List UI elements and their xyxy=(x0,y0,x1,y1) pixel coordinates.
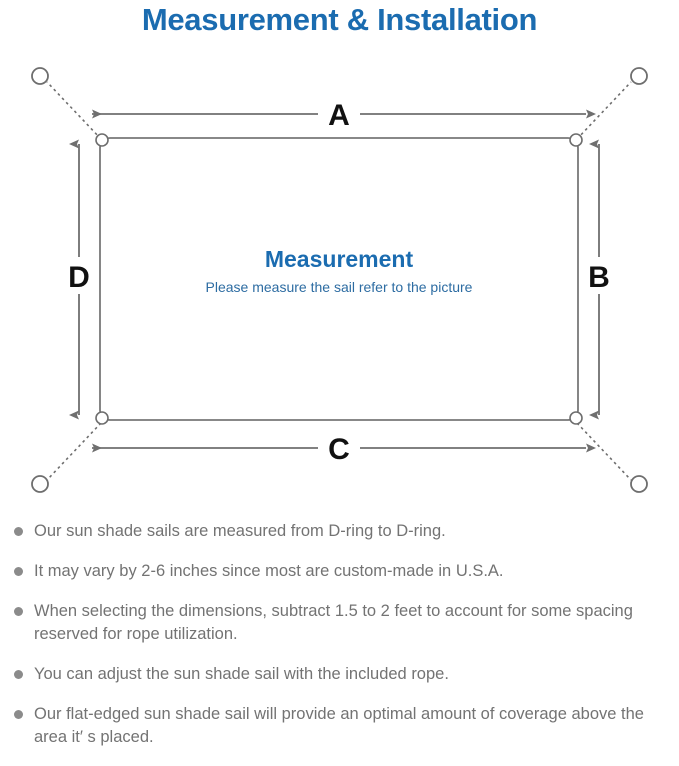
list-item: Our sun shade sails are measured from D-… xyxy=(0,520,679,543)
dimension-label-d: D xyxy=(68,261,90,294)
dimension-label-a: A xyxy=(328,99,350,132)
list-item: It may vary by 2-6 inches since most are… xyxy=(0,560,679,583)
sail-rectangle xyxy=(99,137,579,421)
note-text: You can adjust the sun shade sail with t… xyxy=(34,665,449,683)
bullet-icon xyxy=(14,527,23,536)
page-title: Measurement & Installation xyxy=(141,2,538,37)
bullet-icon xyxy=(14,670,23,679)
list-item: You can adjust the sun shade sail with t… xyxy=(0,663,679,686)
bullet-icon xyxy=(14,567,23,576)
bullet-icon xyxy=(14,607,23,616)
note-text: It may vary by 2-6 inches since most are… xyxy=(34,562,504,580)
note-text: Our flat-edged sun shade sail will provi… xyxy=(34,705,644,746)
dimension-label-b: B xyxy=(588,261,610,294)
note-text: When selecting the dimensions, subtract … xyxy=(34,602,633,643)
dotted-rope-line xyxy=(46,81,632,481)
anchor-point xyxy=(31,67,648,493)
bullet-icon xyxy=(14,710,23,719)
list-item: Our flat-edged sun shade sail will provi… xyxy=(0,703,679,749)
notes-list: Our sun shade sails are measured from D-… xyxy=(0,520,679,766)
d-ring xyxy=(95,133,583,425)
list-item: When selecting the dimensions, subtract … xyxy=(0,600,679,646)
sun-shade-sail-measurement-diagram: A C D B xyxy=(0,44,679,514)
dimension-label-c: C xyxy=(328,433,350,466)
note-text: Our sun shade sails are measured from D-… xyxy=(34,522,446,540)
